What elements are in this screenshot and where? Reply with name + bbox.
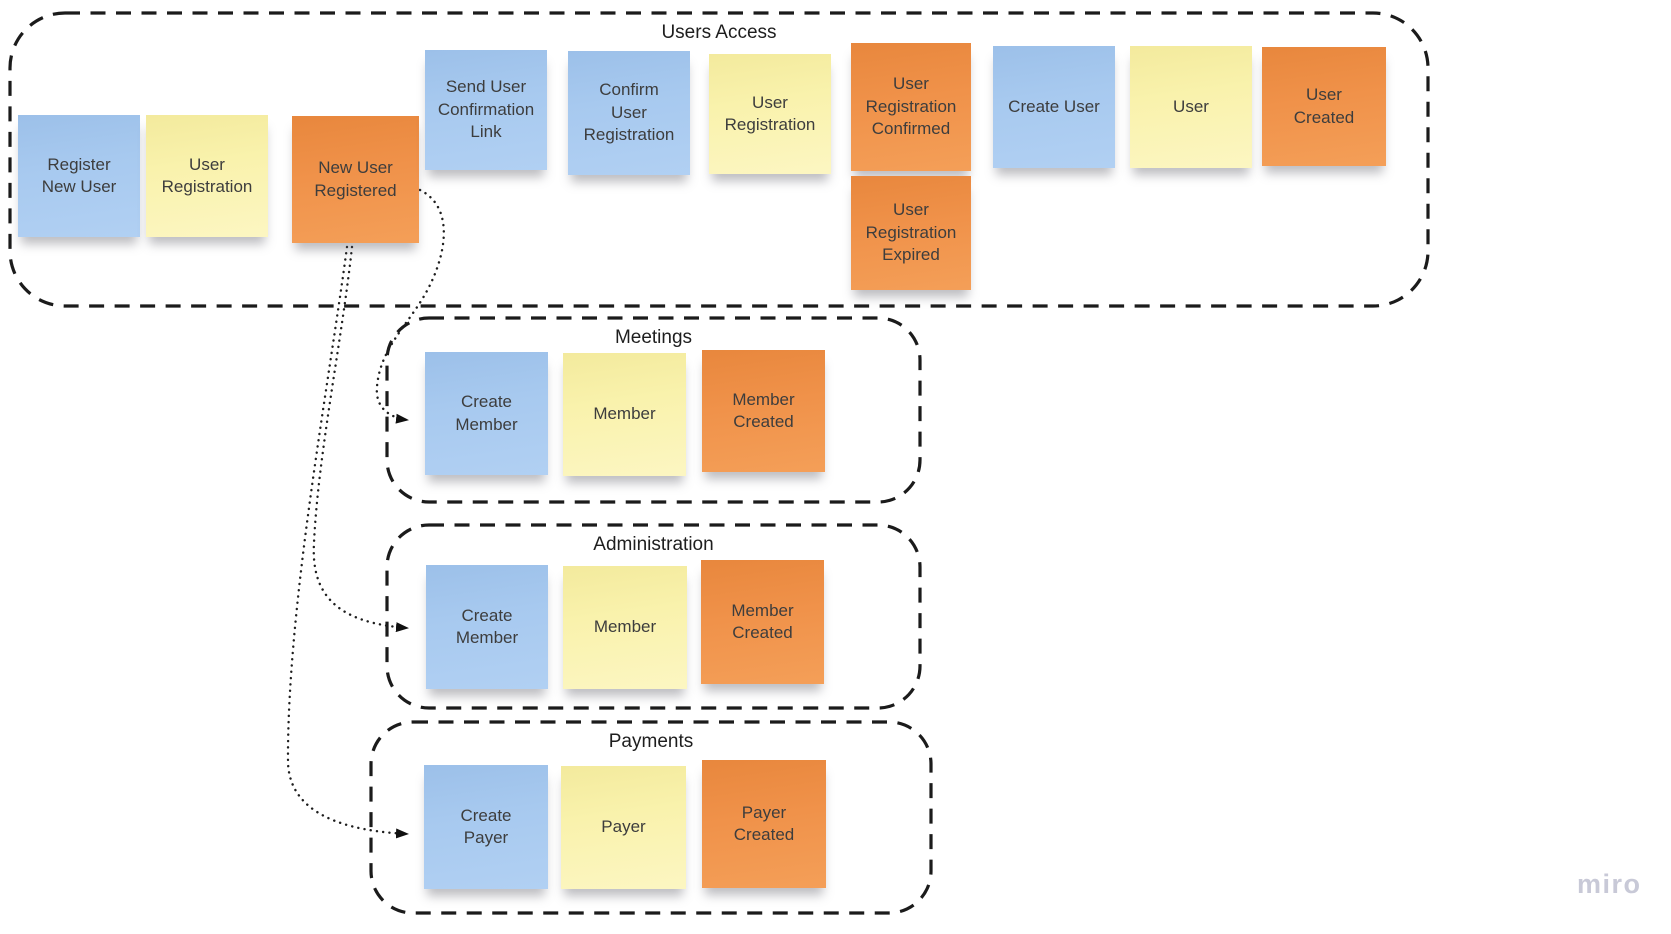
sticky-note-member-created[interactable]: Member Created	[702, 350, 825, 472]
sticky-note-user[interactable]: User	[1130, 46, 1252, 168]
group-frame-payments[interactable]	[369, 720, 933, 915]
sticky-note-label: New User Registered	[314, 158, 397, 200]
group-title-users-access[interactable]: Users Access	[661, 22, 777, 43]
sticky-note-register-new-user[interactable]: Register New User	[18, 115, 140, 237]
sticky-note-label: Payer Created	[733, 802, 795, 844]
sticky-note-create-member[interactable]: Create Member	[425, 352, 548, 475]
sticky-note-label: Register New User	[41, 154, 117, 196]
sticky-note-label: Member Created	[732, 389, 795, 431]
sticky-note-label: User Registration	[161, 154, 253, 196]
sticky-note-user-registration[interactable]: User Registration	[709, 54, 831, 174]
group-title-administration[interactable]: Administration	[593, 534, 714, 555]
sticky-note-user-created[interactable]: User Created	[1262, 47, 1386, 166]
sticky-note-label: User Created	[1293, 85, 1355, 127]
sticky-note-label: Member Created	[731, 600, 794, 642]
sticky-note-label: User Registration	[724, 92, 816, 134]
group-frame-meetings[interactable]	[385, 316, 922, 504]
connector-new-user-registered-to-payments[interactable]	[286, 245, 410, 839]
sticky-note-label: Member	[593, 404, 656, 424]
sticky-note-label: User	[1173, 96, 1209, 116]
sticky-note-create-payer[interactable]: Create Payer	[424, 765, 548, 889]
sticky-note-payer-created[interactable]: Payer Created	[702, 760, 826, 888]
group-frame-users-access[interactable]	[8, 11, 1430, 308]
sticky-note-label: Create Member	[455, 392, 518, 434]
sticky-note-label: Send User Confirmation Link	[437, 77, 535, 142]
sticky-note-label: Payer	[601, 817, 646, 837]
sticky-note-member[interactable]: Member	[563, 566, 687, 689]
sticky-note-label: Create Member	[455, 605, 519, 647]
sticky-note-label: Member	[593, 617, 657, 637]
sticky-note-member-created[interactable]: Member Created	[701, 560, 824, 684]
sticky-note-payer[interactable]: Payer	[561, 766, 686, 889]
group-frame-administration[interactable]	[385, 523, 922, 710]
sticky-note-send-user-confirmation-link[interactable]: Send User Confirmation Link	[425, 50, 547, 170]
connector-new-user-registered-to-meetings[interactable]	[375, 188, 446, 424]
miro-watermark-logo: miro	[1577, 869, 1642, 899]
connector-new-user-registered-to-administration[interactable]	[312, 245, 410, 633]
group-title-payments[interactable]: Payments	[608, 731, 694, 752]
sticky-note-user-registration-expired[interactable]: User Registration Expired	[851, 176, 971, 290]
sticky-note-label: Confirm User Registration	[583, 80, 675, 145]
sticky-note-label: Create User	[1008, 96, 1100, 116]
sticky-note-member[interactable]: Member	[563, 353, 686, 476]
sticky-note-confirm-user-registration[interactable]: Confirm User Registration	[568, 51, 690, 175]
group-title-meetings[interactable]: Meetings	[614, 327, 693, 348]
sticky-note-label: User Registration Confirmed	[865, 74, 957, 139]
sticky-note-new-user-registered[interactable]: New User Registered	[292, 116, 419, 243]
sticky-note-label: User Registration Expired	[865, 200, 957, 265]
sticky-note-user-registration[interactable]: User Registration	[146, 115, 268, 237]
sticky-note-label: Create Payer	[460, 805, 512, 847]
sticky-note-create-user[interactable]: Create User	[993, 46, 1115, 168]
sticky-note-user-registration-confirmed[interactable]: User Registration Confirmed	[851, 43, 971, 171]
sticky-note-create-member[interactable]: Create Member	[426, 565, 548, 689]
